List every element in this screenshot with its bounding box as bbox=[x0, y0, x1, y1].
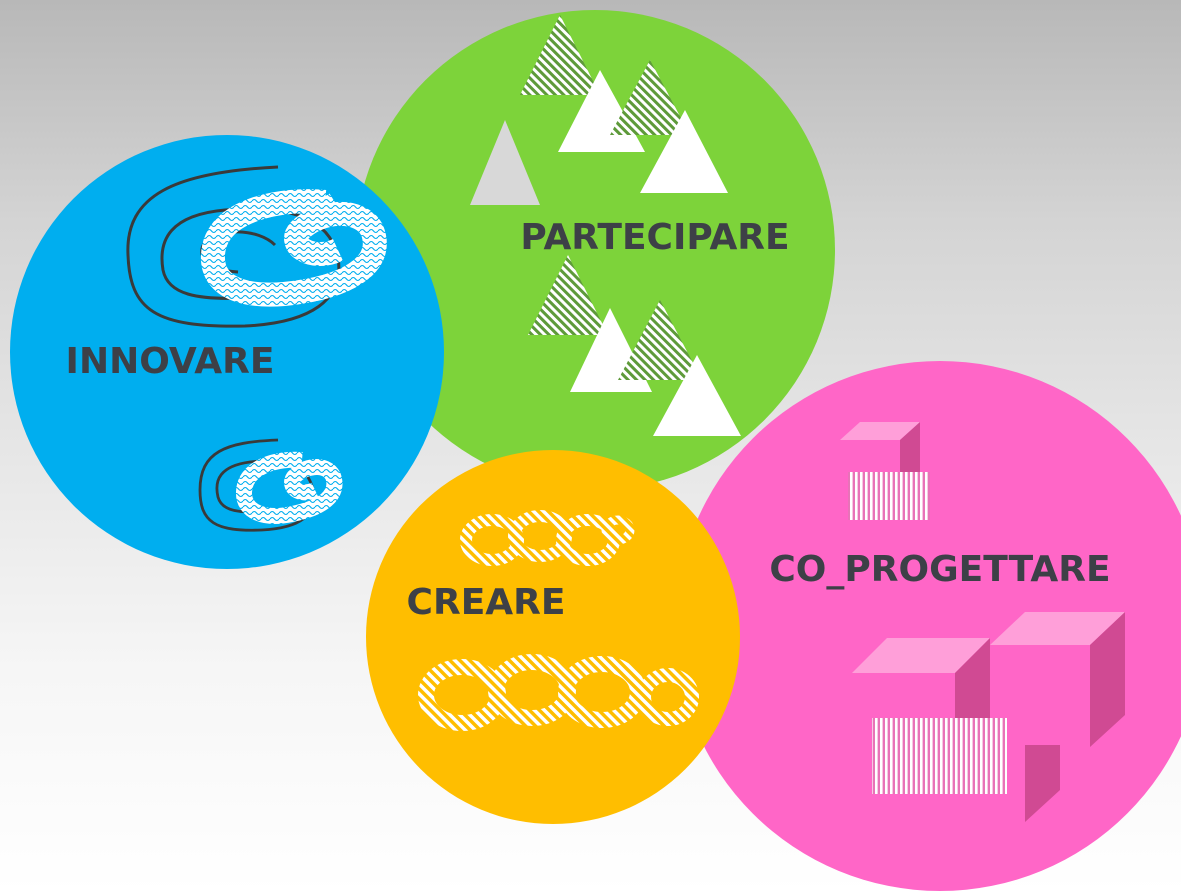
spiral-icon bbox=[198, 438, 343, 532]
co-progettare-label: CO_PROGETTARE bbox=[769, 549, 1110, 590]
chain-link-icon bbox=[460, 510, 635, 566]
innovare-disc bbox=[10, 135, 444, 569]
partecipare-label: PARTECIPARE bbox=[520, 217, 789, 258]
creare-label: CREARE bbox=[407, 582, 566, 623]
innovare-circle: INNOVARE bbox=[10, 135, 444, 569]
creare-circle: CREARE bbox=[366, 450, 740, 824]
co-progettare-circle: CO_PROGETTARE bbox=[675, 361, 1181, 891]
triangle-icon bbox=[528, 255, 741, 436]
partecipare-circle: PARTECIPARE bbox=[355, 10, 835, 490]
innovare-label: INNOVARE bbox=[66, 341, 275, 382]
cube-icon bbox=[852, 612, 1125, 822]
creare-disc bbox=[366, 450, 740, 824]
chain-link-icon bbox=[418, 654, 699, 731]
cube-icon bbox=[840, 422, 930, 520]
triangle-icon bbox=[470, 15, 728, 205]
spiral-icon bbox=[126, 165, 387, 328]
partecipare-disc bbox=[355, 10, 835, 490]
